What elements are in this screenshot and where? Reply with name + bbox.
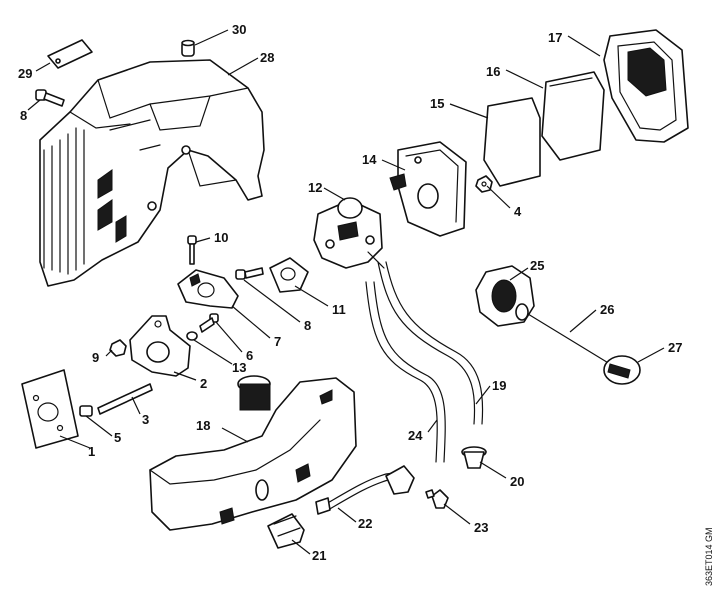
part-4-nut: [475, 175, 493, 193]
part-26-cable: [527, 313, 616, 369]
callout-8-middle: 8: [304, 318, 311, 333]
callout-3: 3: [142, 412, 149, 427]
callout-12: 12: [308, 180, 322, 195]
callout-17: 17: [548, 30, 562, 45]
part-21-pickup-filter: [267, 513, 305, 549]
part-17-filter-cover: [603, 29, 689, 143]
callout-20: 20: [510, 474, 524, 489]
part-8-screw-middle: [235, 267, 264, 280]
callout-21: 21: [312, 548, 326, 563]
part-28-engine-shroud: [39, 59, 265, 287]
part-29-plate: [47, 39, 93, 69]
part-2-intake-manifold: [129, 315, 191, 377]
part-8-screw-top: [35, 89, 65, 107]
callout-6: 6: [246, 348, 253, 363]
part-13-washer: [186, 331, 198, 341]
callout-28: 28: [260, 50, 274, 65]
callout-5: 5: [114, 430, 121, 445]
callout-8-top: 8: [20, 108, 27, 123]
callout-11: 11: [332, 302, 346, 317]
part-7-flange: [177, 269, 239, 309]
callout-1: 1: [88, 444, 95, 459]
part-25-tank-cap: [475, 265, 535, 327]
part-18-fuel-tank: [149, 375, 357, 531]
part-19-fuel-hose: [377, 261, 484, 425]
part-1-gasket: [21, 369, 79, 449]
part-9-nut: [109, 339, 127, 357]
callout-9: 9: [92, 350, 99, 365]
callout-2: 2: [200, 376, 207, 391]
callout-10: 10: [214, 230, 228, 245]
part-24-fuel-hose: [365, 281, 446, 463]
callout-18: 18: [196, 418, 210, 433]
callout-30: 30: [232, 22, 246, 37]
callout-19: 19: [492, 378, 506, 393]
callout-13: 13: [232, 360, 246, 375]
part-12-carburetor: [313, 197, 385, 269]
part-6-screw: [199, 313, 219, 333]
callout-24: 24: [408, 428, 423, 443]
callout-7: 7: [274, 334, 281, 349]
leader-lines: [27, 29, 665, 555]
callout-14: 14: [362, 152, 377, 167]
part-27-pickup-body: [603, 355, 641, 385]
callout-22: 22: [358, 516, 372, 531]
callout-labels: 30 28 29 8 17 16 15 14 4 12 10 8 11 7 6 …: [18, 22, 682, 563]
callout-25: 25: [530, 258, 544, 273]
callout-23: 23: [474, 520, 488, 535]
part-15-filter-element: [483, 97, 541, 187]
callout-16: 16: [486, 64, 500, 79]
part-10-screw: [187, 235, 197, 265]
callout-26: 26: [600, 302, 614, 317]
part-11-gasket: [269, 257, 309, 293]
callout-15: 15: [430, 96, 444, 111]
reference-code: 363ET014 GM: [704, 527, 714, 586]
part-23-valve: [425, 489, 449, 509]
callout-4: 4: [514, 204, 522, 219]
part-16-filter: [541, 71, 605, 161]
callout-27: 27: [668, 340, 682, 355]
part-3-stud: [97, 383, 153, 415]
part-14-carburetor-box: [389, 141, 467, 237]
part-30-sleeve: [181, 39, 195, 57]
callout-29: 29: [18, 66, 32, 81]
part-5-nut: [79, 405, 93, 417]
part-22-suction-hose: [315, 465, 415, 515]
part-20-fitting: [461, 446, 487, 469]
